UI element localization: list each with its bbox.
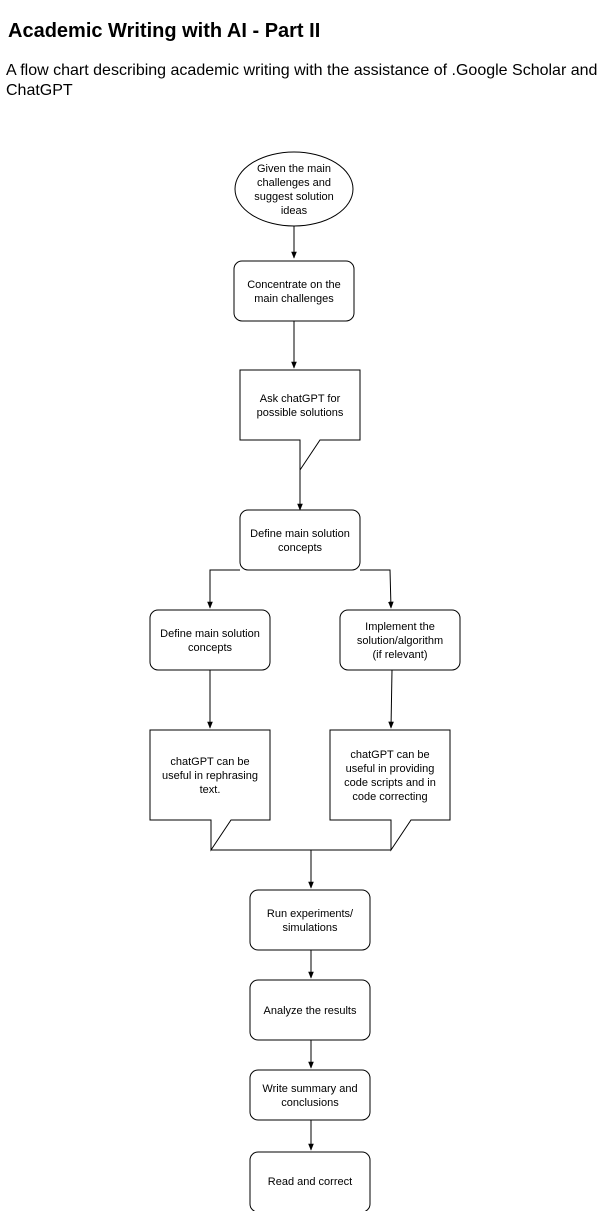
note-code-line: chatGPT can be	[350, 749, 429, 761]
node-summary-label: Write summary and conclusions	[262, 1083, 357, 1109]
analyze-line: Analyze the results	[264, 1005, 357, 1017]
note-code-line: code scripts and in	[344, 777, 436, 789]
node-define-concepts: Define main solution concepts	[239, 509, 361, 571]
node-analyze-label: Analyze the results	[264, 1005, 357, 1017]
start-line: suggest solution	[254, 191, 334, 203]
define-concepts-left-line: concepts	[188, 642, 233, 654]
edge-define-to-right	[360, 569, 394, 609]
edge-define-to-left	[207, 569, 240, 609]
node-run-experiments-label: Run experiments/simulations	[267, 908, 354, 934]
node-note-code-label: chatGPT can be useful in providing code sc…	[344, 749, 436, 803]
ask-chatgpt-line: possible solutions	[257, 407, 344, 419]
concentrate-line: Concentrate on the	[247, 279, 341, 291]
node-define-concepts-label: Define main solution concepts	[250, 528, 350, 554]
node-ask-chatgpt: Ask chatGPT for possible solutions	[239, 369, 361, 472]
note-code-line: useful in providing	[346, 763, 435, 775]
node-read-correct-label: Read and correct	[268, 1176, 352, 1188]
start-line: challenges and	[257, 177, 331, 189]
summary-line: Write summary and	[262, 1083, 357, 1095]
implement-line: (if relevant)	[372, 649, 427, 661]
start-line: Given the main	[257, 163, 331, 175]
concentrate-line: main challenges	[254, 293, 334, 305]
node-note-rephrase-label: chatGPT can be useful in rephrasing text.	[162, 756, 258, 796]
summary-line: conclusions	[281, 1097, 339, 1109]
note-code-line: code correcting	[352, 791, 427, 803]
run-experiments-line: Run experiments/	[267, 908, 354, 920]
node-summary: Write summary and conclusions	[249, 1069, 371, 1121]
edges	[207, 226, 394, 1151]
note-rephrase-line: useful in rephrasing	[162, 770, 258, 782]
node-define-concepts-left-label: Define main solution concepts	[160, 628, 260, 654]
node-note-rephrase: chatGPT can be useful in rephrasing text.	[149, 729, 271, 852]
edge-implement-to-code	[388, 669, 394, 729]
page-subtitle: A flow chart describing academic writing…	[6, 62, 598, 99]
implement-line: solution/algorithm	[357, 635, 443, 647]
ask-chatgpt-line: Ask chatGPT for	[260, 393, 341, 405]
node-note-code: chatGPT can be useful in providing code sc…	[329, 729, 451, 852]
note-rephrase-line: chatGPT can be	[170, 756, 249, 768]
implement-line: Implement the	[365, 621, 435, 633]
define-concepts-left-line: Define main solution	[160, 628, 260, 640]
node-start: Given the main challenges and suggest solu…	[234, 151, 354, 227]
node-run-experiments: Run experiments/simulations	[249, 889, 371, 951]
define-concepts-line: Define main solution	[250, 528, 350, 540]
note-rephrase-line: text.	[200, 784, 221, 796]
node-concentrate-label: Concentrate on the main challenges	[247, 279, 341, 305]
define-concepts-line: concepts	[278, 542, 323, 554]
page-title: Academic Writing with AI - Part II	[8, 20, 321, 42]
node-analyze: Analyze the results	[249, 979, 371, 1041]
start-line: ideas	[281, 205, 308, 217]
node-concentrate: Concentrate on the main challenges	[233, 260, 355, 322]
node-ask-chatgpt-label: Ask chatGPT for possible solutions	[257, 393, 344, 419]
node-implement-label: Implement the solution/algorithm (if relev…	[357, 621, 443, 661]
run-experiments-line: simulations	[282, 922, 338, 934]
node-start-label: Given the main challenges and suggest solu…	[254, 163, 334, 217]
node-define-concepts-left: Define main solution concepts	[149, 609, 271, 671]
node-read-correct: Read and correct	[249, 1151, 371, 1211]
node-implement: Implement the solution/algorithm (if relev…	[339, 609, 461, 671]
read-correct-line: Read and correct	[268, 1176, 352, 1188]
